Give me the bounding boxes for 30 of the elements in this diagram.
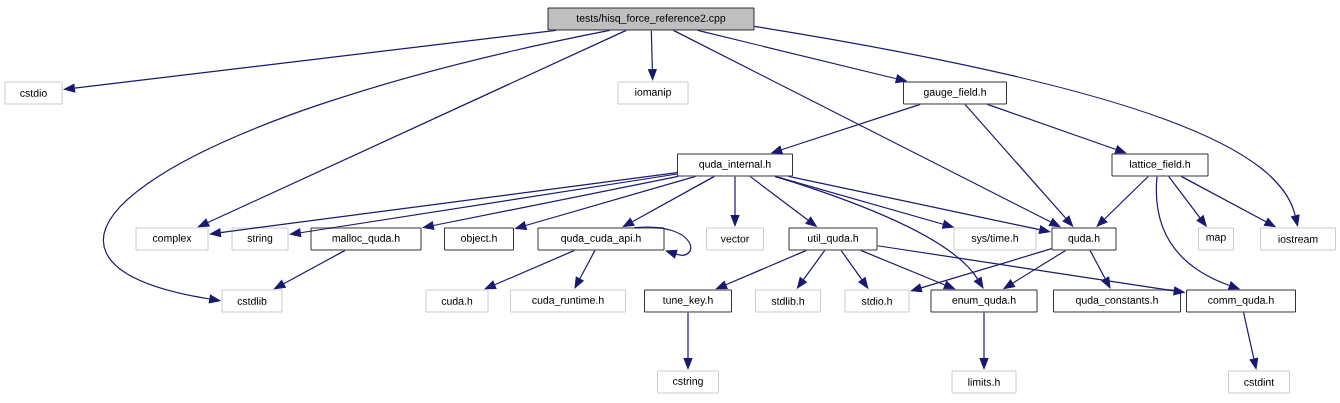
arrow	[633, 226, 692, 259]
file-box: iostream	[1260, 227, 1336, 251]
file-box: iomanip	[617, 81, 689, 105]
file-box: cstring	[657, 370, 719, 394]
file-box: gauge_field.h	[903, 81, 1007, 105]
file-box: tune_key.h	[644, 289, 732, 313]
file-box: lattice_field.h	[1111, 153, 1209, 177]
file-box: object.h	[444, 227, 514, 251]
file-box: malloc_quda.h	[310, 227, 422, 251]
file-box: string	[231, 227, 289, 251]
file-box: quda_constants.h	[1053, 289, 1181, 313]
file-box: limits.h	[951, 370, 1017, 394]
file-box: cstdlib	[221, 289, 283, 313]
file-box: vector	[706, 227, 764, 251]
file-box: complex	[135, 227, 209, 251]
file-box: cuda_runtime.h	[510, 289, 626, 313]
file-box: quda_cuda_api.h	[537, 227, 665, 251]
arrow	[104, 29, 611, 304]
file-box: quda.h	[1051, 227, 1117, 251]
arrow	[484, 249, 576, 290]
file-box: cstdio	[4, 81, 63, 105]
file-box: map	[1198, 227, 1234, 251]
file-box: enum_quda.h	[930, 289, 1038, 313]
file-box: stdio.h	[844, 289, 910, 313]
file-box: tests/hisq_force_reference2.cpp	[547, 7, 755, 31]
file-box: stdlib.h	[755, 289, 821, 313]
file-box: cstdint	[1228, 370, 1290, 394]
file-box: comm_quda.h	[1186, 289, 1296, 313]
file-box: quda_internal.h	[677, 153, 793, 177]
file-box: cuda.h	[425, 289, 489, 313]
